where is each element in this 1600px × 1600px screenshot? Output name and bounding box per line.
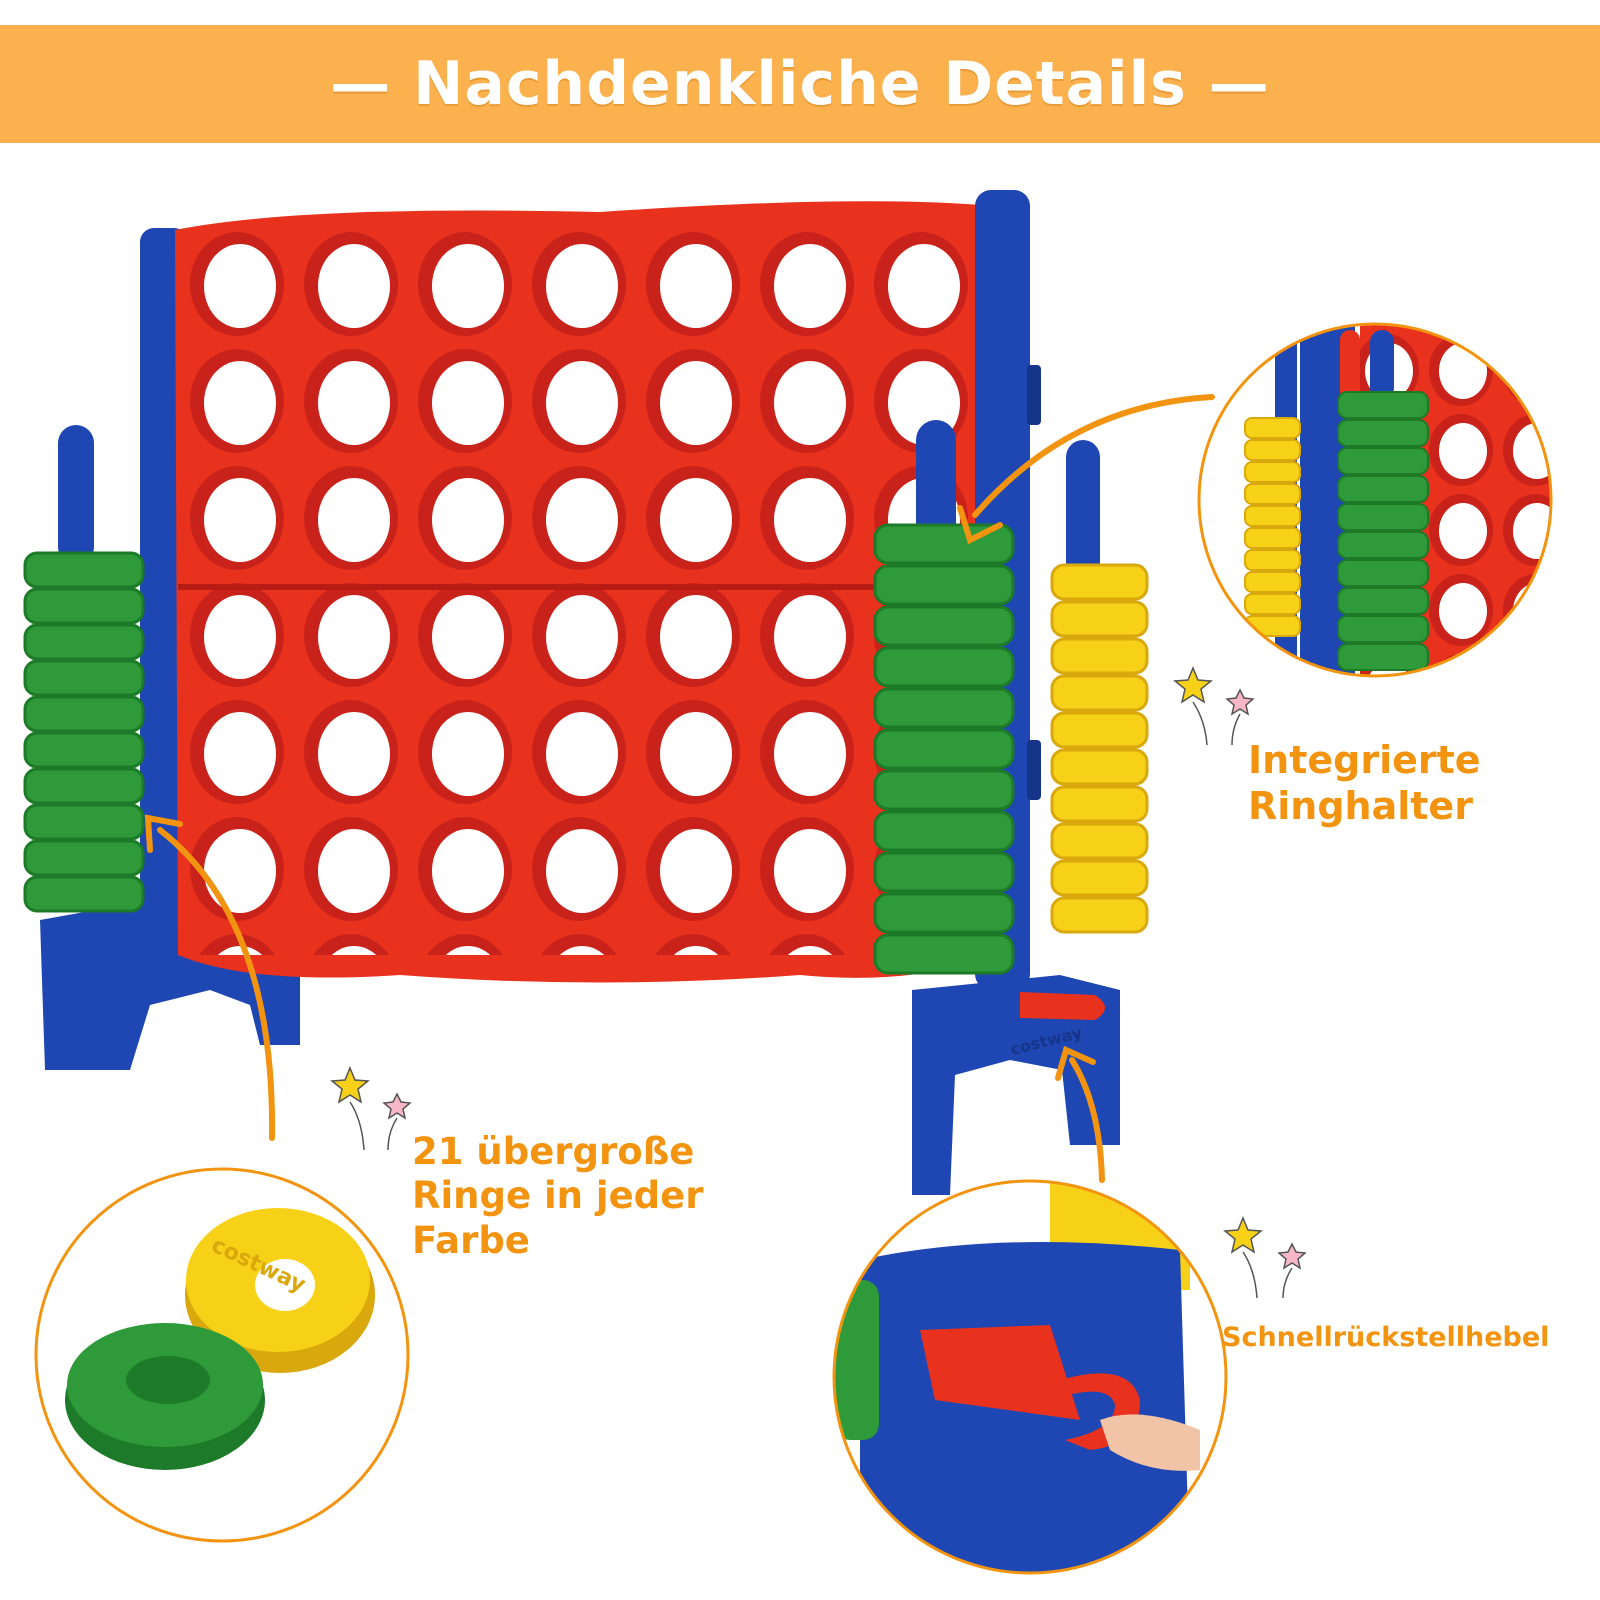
ring-holder-caption-line-1: Integrierte [1248, 738, 1481, 782]
lever-caption: Schnellrückstellhebel [1222, 1322, 1549, 1354]
sparkle-icon-lever [1223, 1216, 1307, 1299]
zoom-circle-ring-holder [1197, 322, 1553, 678]
ring-holder-caption: Integrierte Ringhalter [1248, 738, 1481, 829]
rings-caption-line-3: Farbe [412, 1218, 530, 1262]
rings-caption-line-1: 21 übergroße [412, 1130, 695, 1173]
rings-caption: 21 übergroße Ringe in jeder Farbe [412, 1130, 703, 1263]
zoom-circle-rings: costway [34, 1167, 410, 1543]
header-banner: — Nachdenkliche Details — [0, 25, 1600, 143]
right-yellow-ring-stack [1050, 440, 1149, 934]
zoom-circle-lever [832, 1179, 1228, 1575]
right-green-ring-stack [873, 420, 1015, 975]
banner-title: — Nachdenkliche Details — [330, 49, 1270, 119]
arrow-ring-holder [957, 394, 1215, 545]
rings-caption-line-2: Ringe in jeder [412, 1174, 704, 1218]
game-frame: costway [40, 190, 1120, 1195]
ring-holder-caption-line-2: Ringhalter [1248, 783, 1473, 828]
left-ring-stack [23, 425, 145, 913]
sparkle-icon-holder [1173, 666, 1255, 746]
sparkle-icon-rings [330, 1066, 412, 1151]
arrow-lever [1055, 1045, 1105, 1183]
lever-caption-text: Schnellrückstellhebel [1222, 1322, 1550, 1353]
arrow-rings [144, 814, 276, 1141]
